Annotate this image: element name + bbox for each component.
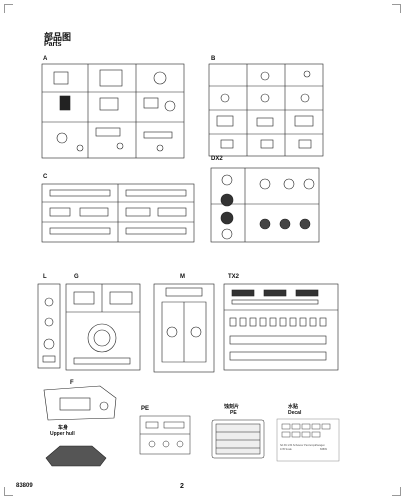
sprue-b-drawing <box>208 63 324 157</box>
crop-mark <box>392 4 401 13</box>
sprue-label-pe-small: PE <box>141 406 150 412</box>
sprue-label-l: L <box>43 274 47 280</box>
sprue-tx2-drawing <box>223 283 339 371</box>
upper-hull-drawing <box>45 445 107 467</box>
sprue-label-f: F <box>70 380 74 386</box>
sprue-label-tx2: TX2 <box>228 274 240 280</box>
crop-mark <box>4 487 13 496</box>
pe-caption-en: PE <box>230 410 237 416</box>
sprue-label-dx2: DX2 <box>211 156 223 162</box>
decal-fineprint-2: 1/35 Scale <box>280 448 292 451</box>
sprue-dx2-drawing <box>210 167 320 243</box>
decal-caption-cn: 水贴 <box>288 404 299 410</box>
decal-sheet-drawing <box>276 418 340 462</box>
sprue-f-drawing <box>43 385 117 421</box>
decal-fineprint-3: 83809 <box>320 448 327 451</box>
kit-code: 83809 <box>16 483 33 489</box>
decal-caption-en: Decal <box>288 410 302 416</box>
page-title-en: Parts <box>44 41 62 48</box>
sprue-g-drawing <box>65 283 141 371</box>
sprue-label-b: B <box>211 56 216 62</box>
sprue-m-drawing <box>153 283 215 373</box>
upper-hull-caption-en: Upper hull <box>50 431 75 437</box>
decal-fineprint-1: Sd.Kfz.234 Schwerer Panzerspähwagen <box>280 444 325 447</box>
sprue-label-a: A <box>43 56 48 62</box>
sprue-l-drawing <box>37 283 61 369</box>
pe-small-drawing <box>139 415 191 455</box>
pe-fret-drawing <box>211 419 265 459</box>
upper-hull-caption-cn: 车身 <box>58 425 69 431</box>
sprue-label-c: C <box>43 174 48 180</box>
sprue-label-m: M <box>180 274 185 280</box>
sprue-label-g: G <box>74 274 79 280</box>
sprue-c-drawing <box>41 183 195 243</box>
sprue-a-drawing <box>41 63 185 159</box>
crop-mark <box>4 4 13 13</box>
page-number: 2 <box>180 483 184 490</box>
crop-mark <box>392 487 401 496</box>
pe-caption-cn: 蚀刻片 <box>224 404 240 410</box>
page-title-cn: 部品图 <box>44 32 72 42</box>
